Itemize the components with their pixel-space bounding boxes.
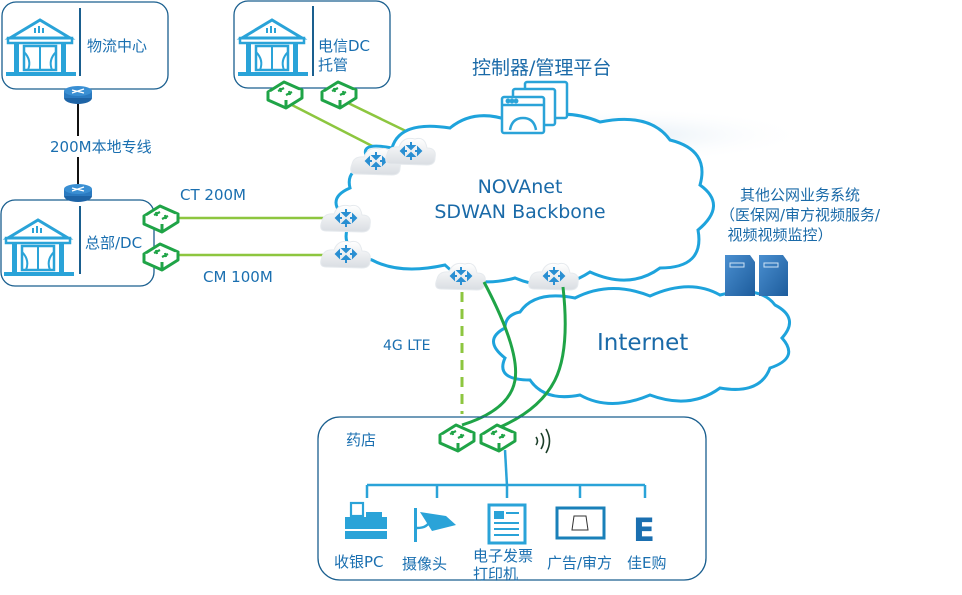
device-label-display: 广告/审方 xyxy=(547,554,613,572)
sdwan-switch-icon[interactable] xyxy=(479,423,517,453)
site-label-telecom-dc: 电信DC xyxy=(318,37,371,55)
device-label-camera: 摄像头 xyxy=(402,555,448,573)
internet-link-1[interactable] xyxy=(461,281,518,427)
e-shop-icon[interactable]: E xyxy=(633,511,655,549)
other-systems-line1: 其他公网业务系统 xyxy=(739,186,860,204)
store-lan-tree xyxy=(365,449,647,498)
backbone-label-line1: NOVAnet xyxy=(477,176,563,198)
cash-register-icon[interactable] xyxy=(345,501,387,539)
router-icon[interactable] xyxy=(63,85,93,105)
router-icon[interactable] xyxy=(63,183,93,203)
internet-label: Internet xyxy=(597,330,689,356)
local-line-label: 200M本地专线 xyxy=(50,136,152,157)
internet-link-2[interactable] xyxy=(497,286,567,430)
site-label-telecom-dc-2: 托管 xyxy=(318,56,349,74)
controller-label: 控制器/管理平台 xyxy=(472,57,612,79)
internet-cloud xyxy=(492,285,791,405)
device-label-eshop: 佳E购 xyxy=(627,554,667,572)
device-label-cash-pc: 收银PC xyxy=(334,553,384,571)
store-box[interactable] xyxy=(317,416,707,581)
backbone-label-line2: SDWAN Backbone xyxy=(434,201,606,223)
server-icon[interactable] xyxy=(725,255,788,296)
site-label-logistics: 物流中心 xyxy=(87,37,148,55)
management-console-icon[interactable] xyxy=(500,80,569,135)
cm-link-label: CM 100M xyxy=(203,268,273,286)
camera-icon[interactable] xyxy=(414,508,456,542)
ct-link-label: CT 200M xyxy=(180,186,246,204)
device-label-printer: 电子发票 xyxy=(473,547,534,565)
printer-icon[interactable] xyxy=(487,503,527,545)
telecom-link-2[interactable] xyxy=(343,99,413,136)
wifi-icon xyxy=(535,428,551,454)
lte-link-label: 4G LTE xyxy=(383,338,431,354)
other-systems-line3: 视频视频监控） xyxy=(727,226,833,244)
sdwan-switch-icon[interactable] xyxy=(438,423,476,453)
telecom-link-1[interactable] xyxy=(289,102,381,152)
device-label-printer-2: 打印机 xyxy=(473,565,519,583)
store-label: 药店 xyxy=(346,431,377,449)
site-label-headquarters: 总部/DC xyxy=(85,234,143,252)
display-icon[interactable] xyxy=(555,506,606,540)
other-systems-line2: （医保网/审方视频服务/ xyxy=(719,206,881,224)
